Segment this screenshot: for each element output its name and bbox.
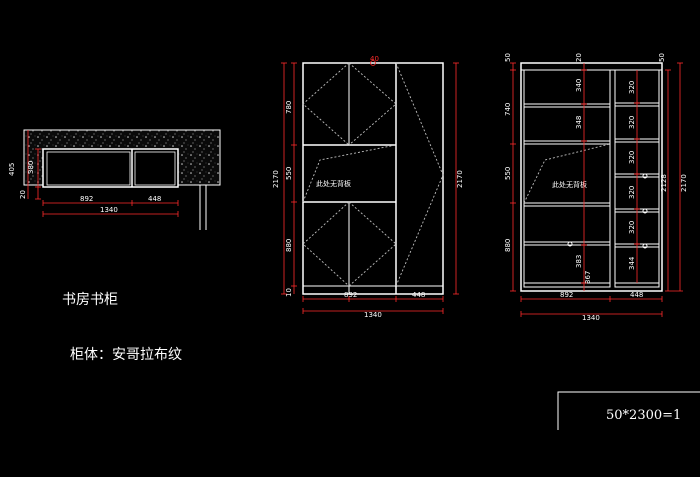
plan-dim-405: 405 [8, 163, 16, 176]
front-dim-880: 880 [285, 239, 293, 252]
plan-dim-1340: 1340 [100, 206, 118, 214]
plan-dim-20: 20 [19, 190, 27, 199]
int-dim-880: 880 [504, 239, 512, 252]
int-dim-320-e: 320 [628, 221, 636, 234]
drawing-title: 书房书柜 [62, 292, 118, 308]
int-dim-320-a: 320 [628, 81, 636, 94]
int-dim-892: 892 [560, 291, 573, 299]
int-dim-740: 740 [504, 103, 512, 116]
material-note: 柜体：安哥拉布纹 [70, 347, 182, 363]
front-dim-892: 892 [344, 291, 357, 299]
interior-outline [520, 62, 663, 292]
int-dim-320-c: 320 [628, 151, 636, 164]
int-dim-340: 340 [575, 79, 583, 92]
int-dim-320-b: 320 [628, 116, 636, 129]
plan-dim-380: 380 [27, 161, 35, 174]
front-dim-2170-right: 2170 [456, 170, 464, 188]
int-dim-top-20: 20 [575, 53, 583, 62]
front-dim-10: 10 [285, 288, 293, 297]
scale-note: 50*2300=1 [606, 408, 682, 423]
int-dim-348: 348 [575, 116, 583, 129]
no-back-panel-right: 此处无背板 [552, 180, 587, 189]
front-dim-1340: 1340 [364, 311, 382, 319]
front-dim-448: 448 [412, 291, 425, 299]
front-dim-2170-left: 2170 [272, 170, 280, 188]
interior-elevation: 此处无背板 [504, 53, 688, 322]
int-dim-top-50: 50 [504, 53, 512, 62]
front-dim-780: 780 [285, 101, 293, 114]
plan-cabinet-body [42, 148, 179, 188]
front-dim-550: 550 [285, 167, 293, 180]
front-outline [302, 62, 444, 295]
int-dim-550: 550 [504, 167, 512, 180]
int-dim-top-50b: 50 [658, 53, 666, 62]
int-dim-1340: 1340 [582, 314, 600, 322]
int-dim-2128: 2128 [660, 174, 668, 192]
plan-dim-448: 448 [148, 195, 161, 203]
front-dim-top: 40 [370, 55, 379, 63]
int-dim-320-d: 320 [628, 186, 636, 199]
int-dim-2170: 2170 [680, 174, 688, 192]
front-elevation: 此处无背板 40 780 550 [272, 55, 464, 319]
plan-view: 405 380 20 892 448 1340 [8, 129, 221, 230]
int-dim-344: 344 [628, 256, 636, 270]
plan-dim-892: 892 [80, 195, 93, 203]
int-dim-367: 367 [584, 271, 592, 284]
int-dim-383: 383 [575, 255, 583, 268]
title-block [557, 391, 700, 430]
no-back-panel-left: 此处无背板 [316, 179, 351, 188]
int-dim-448: 448 [630, 291, 643, 299]
